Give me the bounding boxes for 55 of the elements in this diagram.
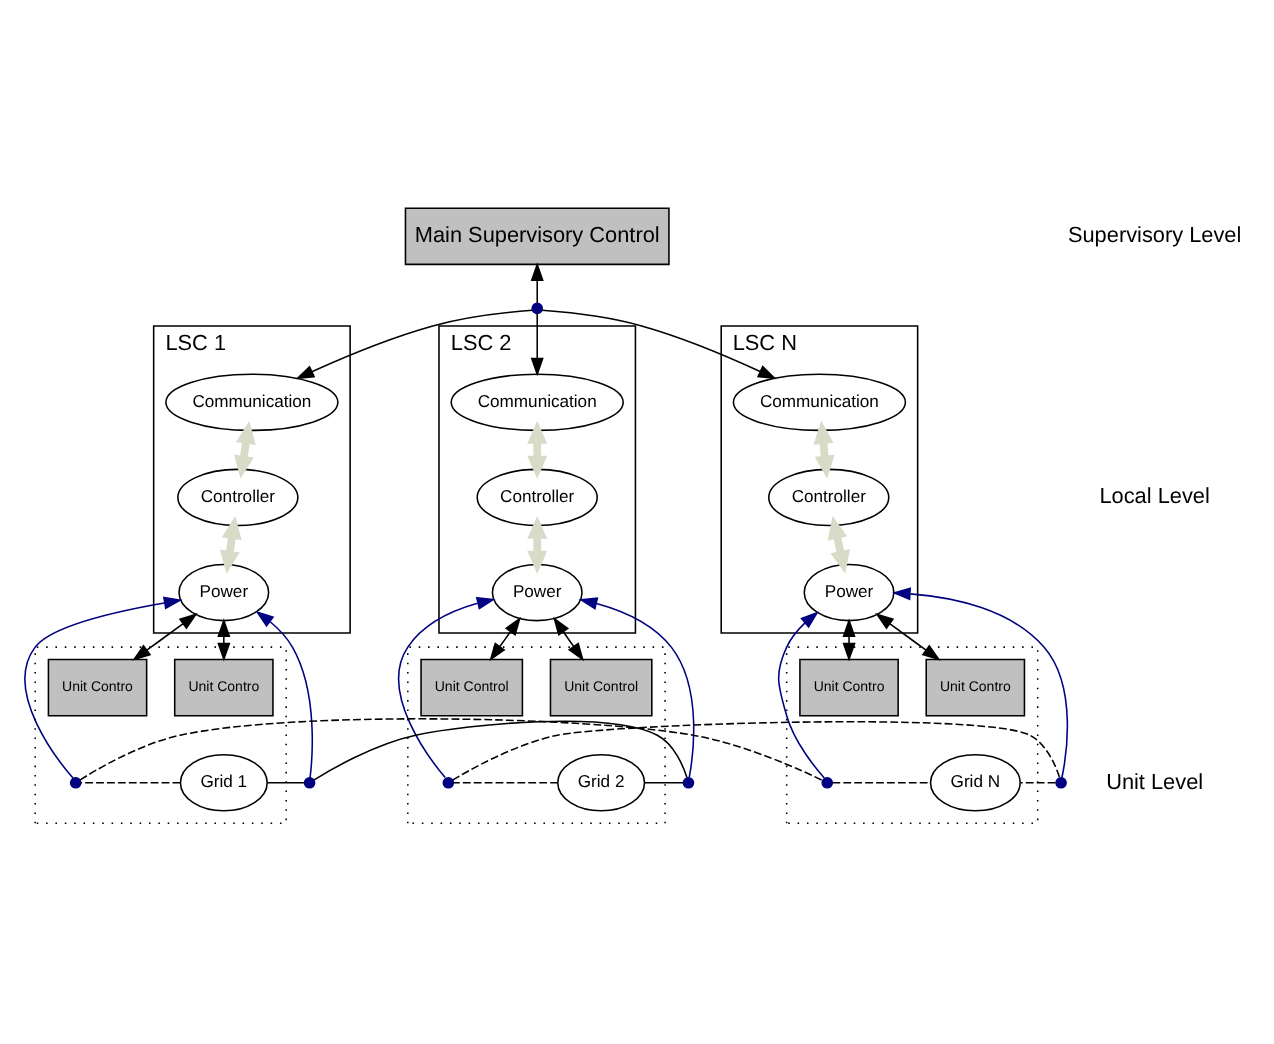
arrow <box>530 262 544 304</box>
arrow <box>553 616 584 662</box>
node-circle <box>1055 776 1067 789</box>
cluster <box>407 646 666 825</box>
arrow <box>827 516 851 574</box>
label: Unit Level <box>1106 770 1204 795</box>
node-ellipse: Grid 2 <box>557 753 646 812</box>
connector <box>80 781 182 784</box>
label: Supervisory Level <box>1067 224 1242 249</box>
arrow <box>813 420 835 479</box>
node-ellipse: Grid 1 <box>179 753 268 812</box>
arrow <box>541 309 777 380</box>
arrow <box>530 313 544 377</box>
arrow <box>217 618 231 662</box>
node-ellipse: Controller <box>768 468 890 527</box>
node-ellipse: Grid N <box>929 753 1021 812</box>
arrow <box>527 515 548 574</box>
connector <box>266 781 306 784</box>
arrow <box>234 420 256 479</box>
arrow <box>132 613 198 661</box>
node-circle <box>303 776 316 789</box>
connector <box>1020 781 1057 784</box>
node-circle <box>821 776 834 789</box>
connector <box>452 781 559 784</box>
arrow <box>875 613 941 661</box>
connector <box>831 781 931 784</box>
node-ellipse: Communication <box>732 373 907 432</box>
node-ellipse: Power <box>491 563 583 622</box>
node-box: Main Supervisory Control <box>404 207 670 266</box>
node-circle <box>531 302 544 315</box>
arrow <box>527 420 548 479</box>
arrow <box>578 597 695 779</box>
arrow <box>220 516 242 574</box>
connector <box>451 721 1061 781</box>
node-circle <box>682 776 695 789</box>
label: Local Level <box>1099 485 1210 510</box>
node-circle <box>69 776 82 789</box>
node-ellipse: Controller <box>476 468 598 527</box>
arrow <box>489 616 522 662</box>
arrow <box>24 596 183 780</box>
connector <box>313 720 688 781</box>
arrow <box>842 618 856 662</box>
node-ellipse: Power <box>803 563 895 622</box>
arrow <box>891 587 1069 779</box>
arrow <box>777 611 826 779</box>
node-circle <box>442 776 455 789</box>
connector <box>79 718 824 782</box>
node-ellipse: Power <box>178 563 270 622</box>
connector <box>644 781 684 784</box>
node-ellipse: Communication <box>165 373 339 432</box>
node-ellipse: Controller <box>177 468 299 527</box>
node-ellipse: Communication <box>450 373 624 432</box>
arrow <box>255 610 313 779</box>
arrow <box>295 309 534 380</box>
arrow <box>398 597 496 779</box>
